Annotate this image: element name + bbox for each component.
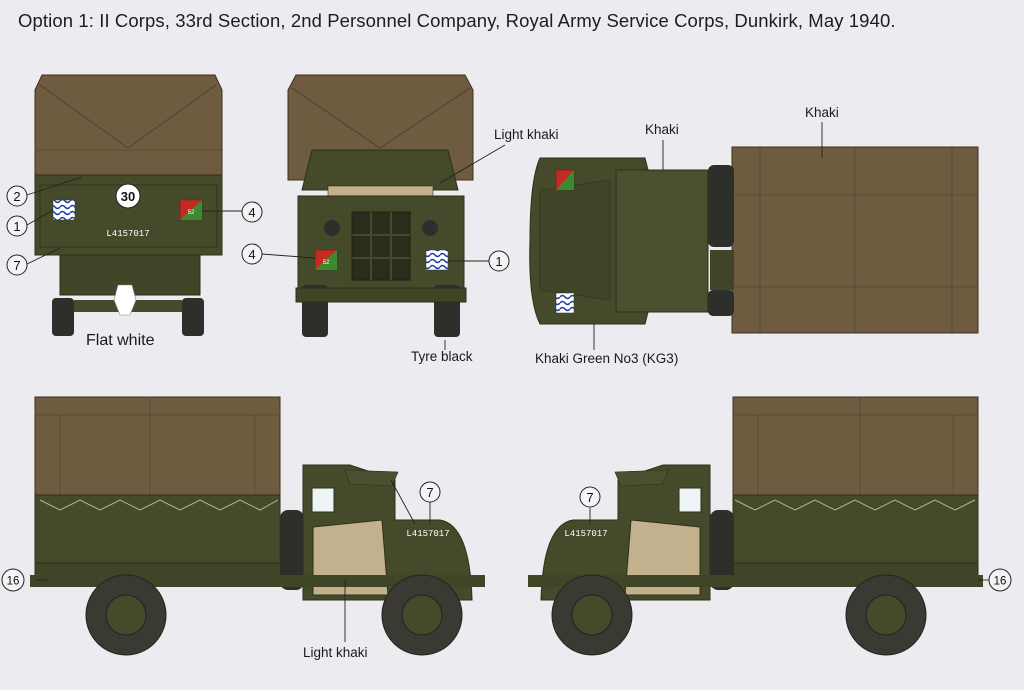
svg-text:16: 16 (7, 576, 20, 588)
svg-text:52: 52 (323, 260, 330, 266)
svg-text:7: 7 (426, 485, 433, 500)
tyre-black-label: Tyre black (411, 349, 473, 364)
khaki-cab-label: Khaki (645, 122, 679, 137)
bridge-disc (115, 183, 141, 209)
svg-text:52: 52 (188, 210, 195, 216)
page-title: Option 1: II Corps, 33rd Section, 2nd Pe… (18, 10, 896, 31)
callout-4-rear: 4 (241, 201, 263, 223)
light-khaki-front-label: Light khaki (494, 127, 559, 142)
top-view (529, 146, 979, 334)
svg-text:4: 4 (248, 205, 255, 220)
svg-text:7: 7 (13, 258, 20, 273)
front-view: 52 (287, 74, 474, 337)
svg-text:4: 4 (248, 247, 255, 262)
leader-lines (26, 122, 990, 642)
svg-text:7: 7 (586, 490, 593, 505)
callout-7-rear: 7 (6, 254, 28, 276)
right-side-view: L4157017 (528, 396, 983, 656)
left-side-view: L4157017 (30, 396, 485, 656)
svg-text:2: 2 (13, 189, 20, 204)
khaki-green-label: Khaki Green No3 (KG3) (535, 351, 679, 366)
flat-white-label: Flat white (86, 332, 155, 349)
callout-7-left: 7 (419, 481, 441, 503)
callout-7-right: 7 (579, 486, 601, 508)
callout-4-front: 4 (241, 243, 263, 265)
corps-badge-rear (52, 199, 76, 221)
svg-text:1: 1 (13, 219, 20, 234)
registration-left: L4157017 (406, 529, 449, 539)
registration-rear: L4157017 (106, 229, 149, 239)
callout-1-front: 1 (488, 250, 510, 272)
rear-view: 30 52 L4157017 (34, 74, 223, 336)
callout-1-rear: 1 (6, 215, 28, 237)
svg-text:16: 16 (994, 576, 1007, 588)
callout-16-right: 16 (988, 568, 1012, 592)
callout-16-left: 16 (1, 568, 25, 592)
callout-2-rear: 2 (6, 185, 28, 207)
callout-markers: 2 1 7 4 4 1 7 7 (1, 185, 1012, 592)
light-khaki-side-label: Light khaki (303, 645, 368, 660)
corps-badge-top (555, 292, 575, 314)
svg-text:1: 1 (495, 254, 502, 269)
corps-badge-front (425, 249, 449, 271)
registration-right: L4157017 (564, 529, 607, 539)
khaki-canvas-label: Khaki (805, 105, 839, 120)
bridge-class-number: 30 (121, 189, 135, 204)
white-rear-patch (113, 284, 137, 316)
